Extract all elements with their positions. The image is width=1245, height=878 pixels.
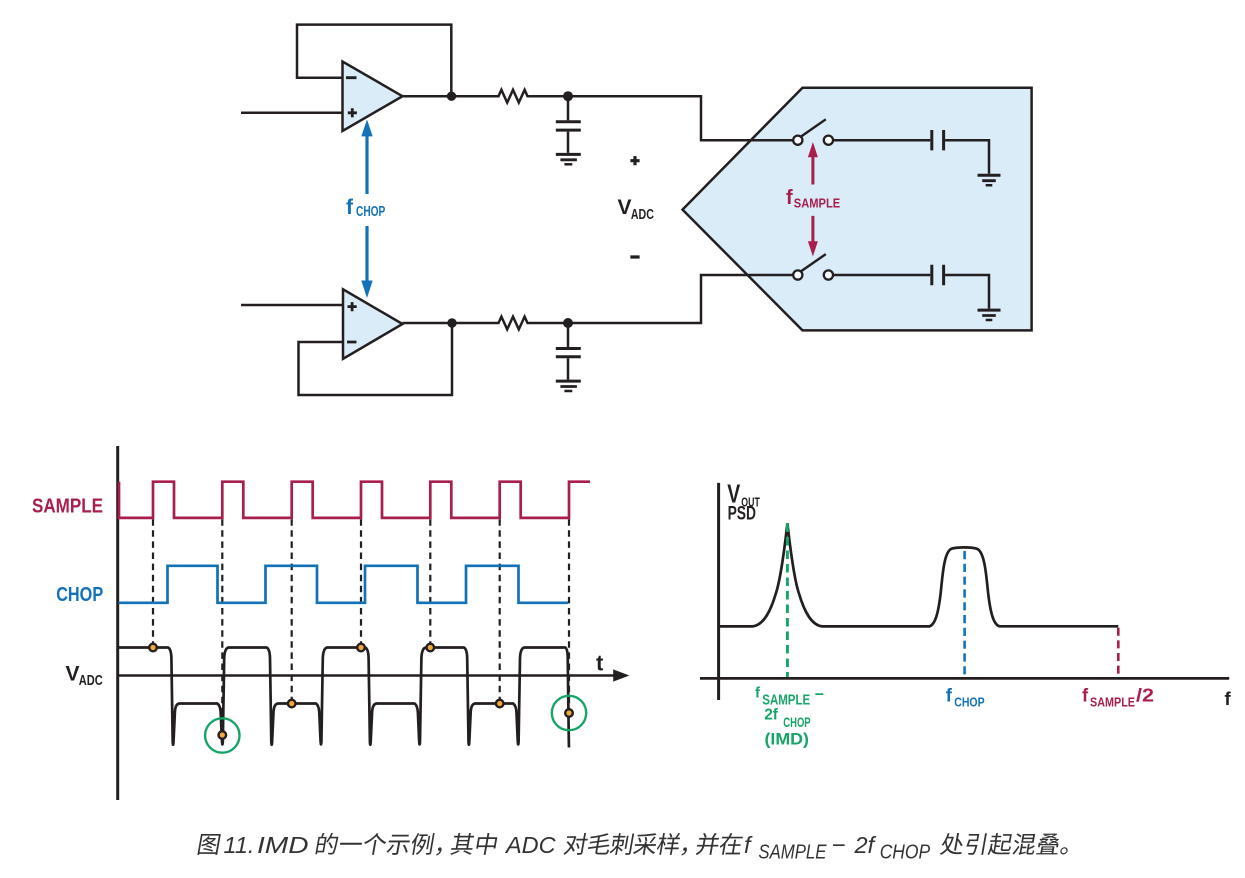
svg-text:f: f — [755, 685, 761, 702]
svg-text:ADC: ADC — [631, 207, 654, 223]
svg-text:t: t — [596, 651, 604, 676]
svg-text:SAMPLE: SAMPLE — [794, 196, 841, 211]
svg-text:PSD: PSD — [728, 504, 756, 525]
svg-text:SAMPLE: SAMPLE — [758, 841, 827, 863]
svg-text:(IMD): (IMD) — [765, 730, 809, 749]
svg-text:SAMPLE: SAMPLE — [1090, 695, 1135, 710]
svg-text:f: f — [1225, 688, 1232, 709]
svg-text:CHOP: CHOP — [783, 714, 810, 730]
svg-text:f: f — [346, 196, 354, 219]
svg-text:f: f — [946, 685, 953, 706]
svg-text:CHOP: CHOP — [880, 841, 931, 863]
svg-text:SAMPLE: SAMPLE — [762, 693, 810, 709]
svg-text:f: f — [744, 832, 753, 858]
svg-text:f: f — [786, 187, 793, 209]
svg-text:CHOP: CHOP — [56, 584, 103, 606]
svg-text:CHOP: CHOP — [954, 695, 985, 710]
svg-text:SAMPLE: SAMPLE — [32, 494, 103, 517]
svg-text:IMD: IMD — [257, 832, 309, 858]
svg-text:f: f — [1082, 685, 1089, 706]
svg-text:OUT: OUT — [741, 495, 760, 510]
svg-text:2f: 2f — [854, 832, 877, 858]
svg-text:ADC: ADC — [79, 673, 103, 689]
svg-text:V: V — [727, 478, 740, 508]
svg-text:−: − — [815, 687, 824, 704]
svg-text:/2: /2 — [1136, 685, 1154, 706]
svg-text:2f: 2f — [764, 707, 779, 724]
svg-text:ADC: ADC — [504, 832, 557, 858]
svg-text:V: V — [66, 662, 80, 685]
svg-text:−: − — [832, 832, 846, 858]
svg-text:CHOP: CHOP — [356, 204, 386, 220]
svg-text:V: V — [618, 196, 632, 219]
svg-text:11.: 11. — [224, 832, 255, 858]
